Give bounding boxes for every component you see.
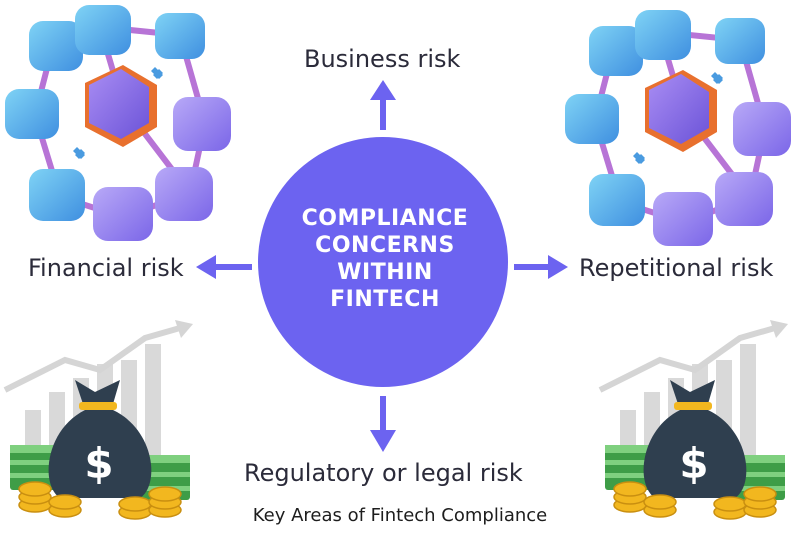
money-bag-growth-icon-bottom-left xyxy=(5,320,193,519)
arrow-right xyxy=(514,255,568,279)
arrow-up xyxy=(370,80,396,130)
center-title: COMPLIANCE CONCERNS WITHIN FINTECH xyxy=(270,205,500,313)
blockchain-cubes-icon-top-left xyxy=(5,5,231,241)
arrow-left xyxy=(196,255,252,279)
risk-label-repetitional: Repetitional risk xyxy=(579,254,774,282)
arrows xyxy=(196,80,568,452)
risk-label-regulatory: Regulatory or legal risk xyxy=(244,459,523,487)
risk-label-financial: Financial risk xyxy=(28,254,184,282)
risk-label-business: Business risk xyxy=(304,45,461,73)
arrow-down xyxy=(370,396,396,452)
center-line-4: FINTECH xyxy=(330,287,440,312)
caption: Key Areas of Fintech Compliance xyxy=(252,505,548,526)
center-circle xyxy=(258,137,508,387)
money-bag-growth-icon-bottom-right xyxy=(600,320,788,519)
blockchain-cubes-icon-top-right xyxy=(565,10,791,246)
center-line-3: WITHIN xyxy=(337,260,433,285)
center-line-2: CONCERNS xyxy=(315,233,455,258)
center-line-1: COMPLIANCE xyxy=(301,206,469,231)
